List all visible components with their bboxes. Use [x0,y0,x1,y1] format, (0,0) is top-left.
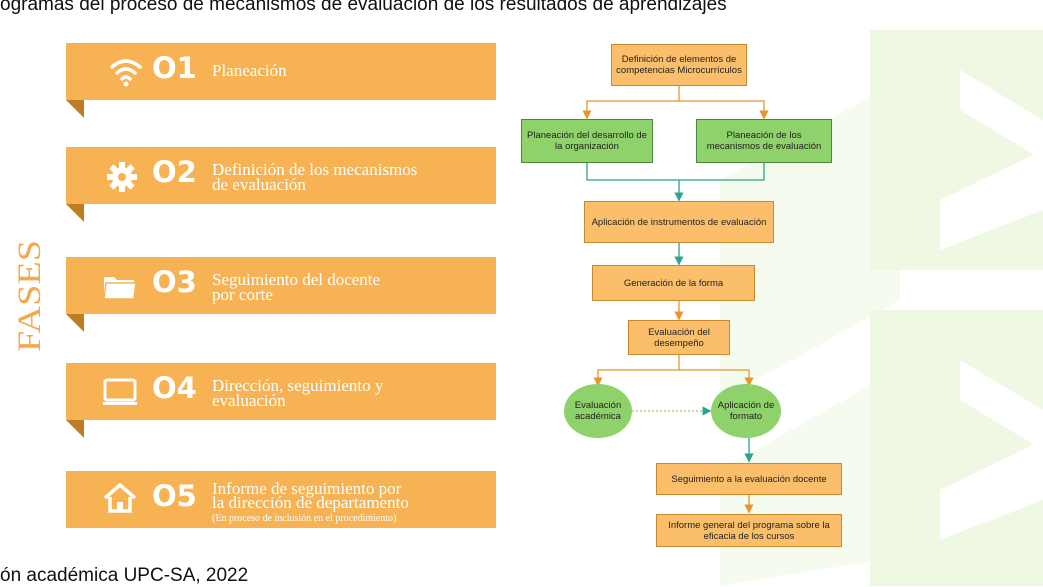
phase-number: O3 [152,265,197,299]
phase-band-05: O5 Informe de seguimiento por la direcci… [66,471,496,528]
phase-fold-03 [66,314,84,332]
phase-number: O4 [152,371,197,405]
flow-generacion-forma-box: Generación de la forma [592,265,755,301]
flow-aplicacion-instrumentos-box: Aplicación de instrumentos de evaluación [584,201,774,243]
phase-band-02: O2 Definición de los mecanismos de evalu… [66,147,496,204]
phase-title-line2: la dirección de departamento [212,493,409,512]
flow-seguimiento-box: Seguimiento a la evaluación docente [656,463,842,495]
phase-title-line2: de evaluación [212,175,306,194]
fases-label: FASES [16,240,46,352]
flow-informe-general-box: Informe general del programa sobre la ef… [656,514,842,547]
flow-aplicacion-formato-circle: Aplicación de formato [711,384,781,438]
phase-number: O2 [152,155,197,189]
phase-number: O5 [152,479,197,513]
phase-band-04: O4 Dirección, seguimiento y evaluación [66,363,496,420]
flow-evaluacion-academica-circle: Evaluación académica [564,384,632,438]
fases-text: FASES [16,240,46,352]
top-caption: ogramas del proceso de mecanismos de eva… [0,0,727,15]
flow-planeacion-desarrollo-box: Planeación del desarrollo de la organiza… [521,119,653,163]
phase-title: Informe de seguimiento por [212,479,402,498]
phase-title: Dirección, seguimiento y [212,376,384,395]
phase-title: Planeación [212,61,287,80]
gear-icon [107,162,137,192]
phase-fold-02 [66,204,84,222]
monitor-icon [103,378,137,405]
flow-planeacion-mecanismos-box: Planeación de los mecanismos de evaluaci… [696,119,832,163]
phase-title-line2: evaluación [212,391,286,410]
phase-number: O1 [152,51,197,85]
phase-note: (En proceso de inclusión en el procedimi… [212,513,397,524]
flow-definicion-box: Definición de elementos de competencias … [611,44,747,86]
folder-icon [103,277,137,300]
flow-evaluacion-desempeno-box: Evaluación del desempeño [628,320,730,355]
phase-title-line2: por corte [212,285,273,304]
phase-band-01: O1 Planeación [66,43,496,100]
phase-fold-04 [66,420,84,438]
wifi-icon [110,59,142,87]
phase-title: Definición de los mecanismos [212,160,418,179]
home-icon [103,483,137,513]
phase-title: Seguimiento del docente [212,270,381,289]
phase-fold-01 [66,100,84,118]
bottom-caption: ón académica UPC-SA, 2022 [0,565,249,586]
phase-band-03: O3 Seguimiento del docente por corte [66,257,496,314]
